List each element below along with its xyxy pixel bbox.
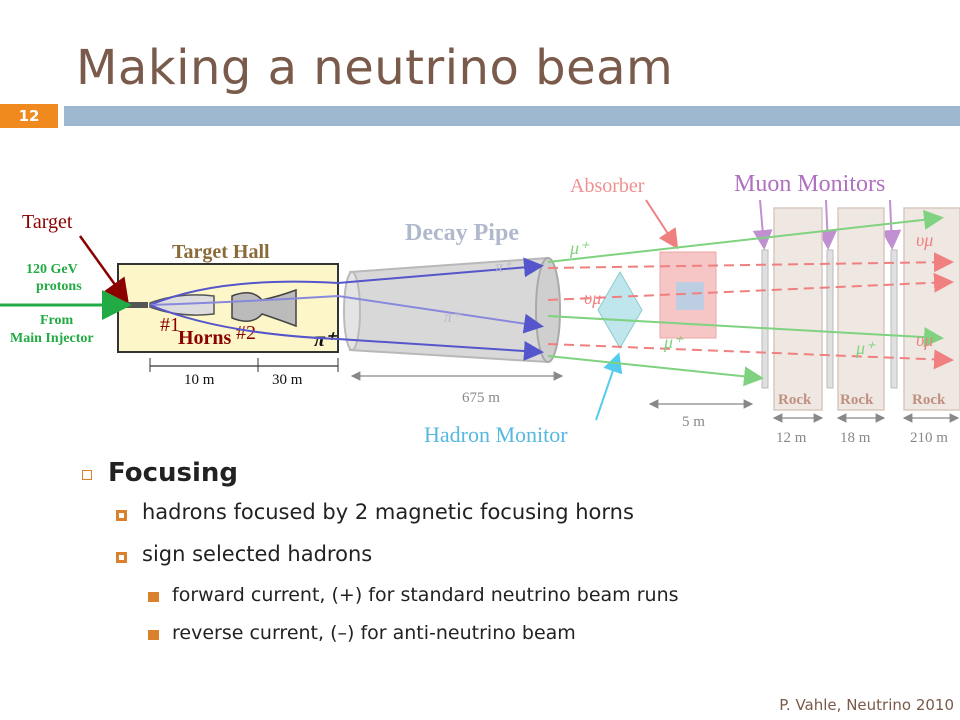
distance-675m-label: 675 m [462, 390, 500, 406]
mu-plus-label-1: μ⁺ [569, 238, 590, 258]
absorber-core [676, 282, 704, 310]
horns-label: Horns [178, 327, 232, 349]
footer-credit: P. Vahle, Neutrino 2010 [779, 696, 954, 714]
bullet-forward-current: forward current, (+) for standard neutri… [172, 584, 679, 606]
hollow-square-bullet-icon [82, 470, 92, 480]
rock-label-1: Rock [778, 392, 812, 408]
neutrino-track-upper [547, 252, 954, 273]
muon-track-upper [547, 209, 944, 263]
target-rod [118, 302, 148, 308]
pi-plus-label-hall: π⁺ [314, 329, 338, 351]
page-title: Making a neutrino beam [76, 40, 674, 96]
bullet-level2: hadrons focused by 2 magnetic focusing h… [76, 496, 936, 538]
horn-1-label: #1 [160, 314, 180, 336]
neutrino-track-middle [547, 272, 954, 301]
bullet-level3: forward current, (+) for standard neutri… [76, 580, 936, 618]
target-pointer-arrow [78, 235, 129, 305]
decay-pipe-exit [535, 257, 561, 363]
rock-block-3 [903, 207, 960, 411]
pion-track-lower [149, 304, 544, 361]
target-label: Target [22, 211, 73, 233]
bullet-sign-selected: sign selected hadrons [142, 542, 373, 566]
protons-energy-label: 120 GeV [26, 262, 78, 277]
pi-plus-label-upper: π⁺ [495, 259, 513, 276]
neutrino-beam-diagram: Target Hall Target 120 GeV protons From … [0, 171, 960, 447]
rock-block-2 [837, 207, 885, 411]
muon-track-middle [547, 315, 944, 348]
neutrino-track-lower [547, 343, 954, 370]
nu-mu-label-2: υμ [916, 230, 933, 250]
muon-monitors-label: Muon Monitors [734, 171, 885, 197]
nu-mu-label-1: υμ [584, 288, 601, 308]
muon-monitor-plate-3 [890, 249, 898, 389]
horn-2-label: #2 [236, 322, 256, 344]
decay-pipe-label: Decay Pipe [405, 220, 519, 246]
muon-monitor-arrow-2 [817, 199, 838, 250]
rock-block-1 [773, 207, 823, 411]
muon-monitor-plate-2 [826, 249, 834, 389]
target-hall-label: Target Hall [172, 241, 270, 263]
distance-18m-label: 18 m [840, 430, 871, 446]
slide-number: 12 [0, 104, 58, 128]
square-bullet-icon [116, 510, 127, 521]
decay-pipe-entrance [343, 271, 361, 351]
filled-square-bullet-icon [148, 630, 159, 640]
hadron-monitor [597, 271, 643, 349]
mu-plus-label-3: μ⁺ [855, 338, 876, 358]
bullet-reverse-current: reverse current, (–) for anti-neutrino b… [172, 622, 576, 644]
muon-monitor-plate-1 [761, 249, 769, 389]
distance-12m-label: 12 m [776, 430, 807, 446]
bullet-list: Focusing hadrons focused by 2 magnetic f… [76, 456, 936, 656]
bullet-focusing: Focusing [108, 458, 238, 488]
mu-plus-label-2: μ⁺ [663, 332, 684, 352]
rock-label-3: Rock [912, 392, 946, 408]
filled-square-bullet-icon [148, 592, 159, 602]
from-label: From [40, 313, 74, 328]
absorber-label: Absorber [570, 175, 645, 197]
pion-track-middle [149, 294, 544, 334]
bullet-hadrons-focused: hadrons focused by 2 magnetic focusing h… [142, 500, 634, 524]
distance-5m-label: 5 m [682, 414, 705, 430]
distance-30m-label: 30 m [272, 372, 303, 388]
hadron-monitor-pointer-arrow [595, 352, 623, 421]
bullet-level3: reverse current, (–) for anti-neutrino b… [76, 618, 936, 656]
bullet-level2: sign selected hadrons [76, 538, 936, 580]
bullet-level1: Focusing [76, 456, 936, 496]
protons-label: protons [36, 279, 82, 294]
muon-track-lower [547, 355, 764, 387]
absorber-pointer-arrow [645, 199, 679, 250]
main-injector-label: Main Injector [10, 331, 94, 346]
hadron-monitor-label: Hadron Monitor [424, 422, 568, 447]
square-bullet-icon [116, 552, 127, 563]
distance-210m-label: 210 m [910, 430, 948, 446]
pion-track-upper [149, 257, 544, 306]
rock-label-2: Rock [840, 392, 874, 408]
title-divider-bar [64, 106, 960, 126]
distance-10m-label: 10 m [184, 372, 215, 388]
pi-plus-label-middle: π⁺ [444, 309, 462, 326]
nu-mu-label-3: υμ [916, 330, 933, 350]
